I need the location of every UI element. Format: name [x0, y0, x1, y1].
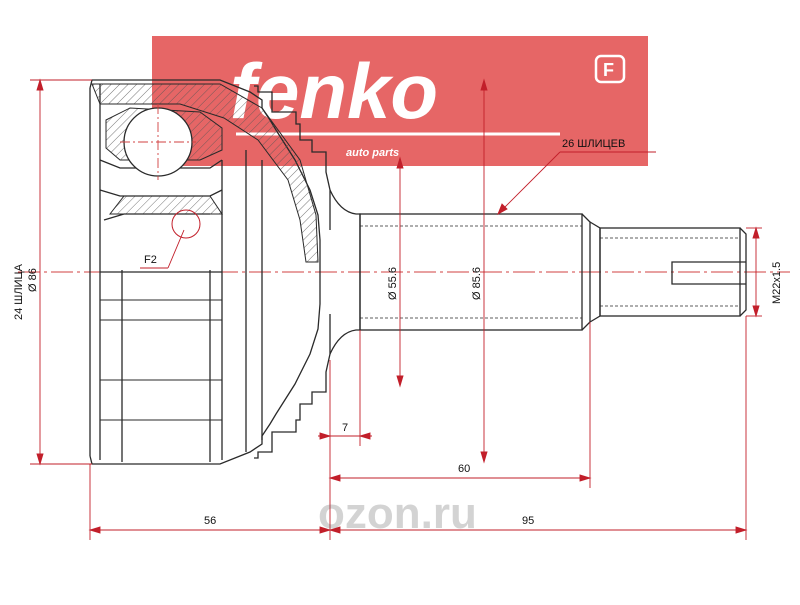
label-thread: M22x1.5: [771, 262, 783, 304]
label-body-length: 56: [204, 515, 216, 527]
arrow-spline-leader: [497, 203, 508, 216]
housing-hatch-top: [91, 83, 319, 263]
brand-badge-frame: [594, 54, 626, 84]
brand-tagline: auto parts: [346, 147, 399, 159]
shaft: [329, 189, 747, 355]
inner-race-hatch: [108, 195, 223, 215]
arrow-offset-left: [319, 432, 332, 440]
shaft-shoulder: [581, 213, 591, 331]
watermark-text: ozon.ru: [318, 489, 477, 538]
shaft-spline-body: [359, 213, 583, 331]
dimension-labels: 24 ШЛИЦА Ø 86 26 ШЛИЦЕВ Ø 55.6 Ø 85.6 M2…: [13, 138, 783, 527]
stub-chamfer: [739, 227, 747, 317]
arrow-outer-top: [36, 78, 44, 91]
label-seal-diameter: Ø 55.6: [387, 267, 399, 300]
housing-outline-bottom: [89, 272, 321, 465]
ball-race-mid: [99, 189, 223, 197]
ball-element: [120, 104, 196, 180]
arrow-shaft-left: [328, 474, 341, 482]
label-spline-count: 26 ШЛИЦЕВ: [562, 138, 625, 150]
label-callout: F2: [144, 254, 157, 266]
brand-badge-letter: F: [603, 60, 614, 80]
label-total-shaft-length: 95: [522, 515, 534, 527]
arrow-body-top: [480, 78, 488, 91]
arrow-seal-top: [396, 156, 404, 169]
arrow-body-bottom: [480, 451, 488, 464]
arrow-offset-right: [358, 432, 371, 440]
arrow-outer-bottom: [36, 453, 44, 466]
label-offset: 7: [342, 422, 348, 434]
leader-callout: [167, 229, 185, 269]
dimension-lines: [30, 78, 762, 540]
watermark: ozon.ru: [318, 489, 477, 538]
abs-ring: [254, 85, 331, 459]
arrow-total-right: [735, 526, 748, 534]
cotter-slot: [671, 261, 746, 285]
arrow-shaft-right: [579, 474, 592, 482]
arrow-thread-bottom: [752, 305, 760, 318]
label-bearing-splines: 24 ШЛИЦА: [13, 263, 25, 320]
label-outer-diameter: Ø 86: [27, 268, 39, 292]
leader-spline-count: [497, 151, 561, 215]
arrow-seal-bottom: [396, 375, 404, 388]
arrow-total-left: [328, 526, 341, 534]
threaded-stub: [599, 227, 741, 317]
label-body-diameter: Ø 85.6: [471, 267, 483, 300]
housing-ribs: [100, 299, 222, 421]
abs-ring-profile-top: [254, 85, 331, 230]
callout-circle: [171, 209, 201, 239]
ball-race-low: [103, 213, 210, 221]
arrow-thread-top: [752, 226, 760, 239]
abs-ring-profile-bottom: [254, 314, 331, 459]
label-shaft-length: 60: [458, 463, 470, 475]
arrow-body-mid: [319, 526, 332, 534]
arrow-body-left: [88, 526, 101, 534]
